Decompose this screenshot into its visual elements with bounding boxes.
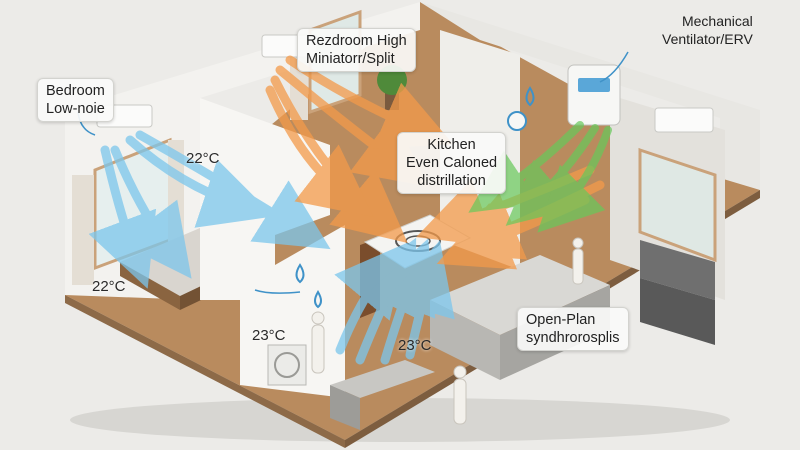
bedroom-label: Bedroom Low-noie (37, 78, 114, 122)
kitchen-label-title: Kitchen (427, 137, 476, 153)
temp-kitchen: 23°C (398, 337, 432, 354)
kitchen-window (638, 147, 717, 263)
top-unit-label-title: Rezdroom High (306, 33, 407, 49)
outdoor-unit (267, 344, 307, 386)
kitchen-label: Kitchen Even Caloned distrillation (397, 132, 507, 194)
droplet-icon (525, 86, 535, 107)
open-plan-label: Open-Plan syndhrorosplis (517, 307, 629, 351)
cool-airflow (88, 130, 455, 365)
bedroom-label-subtitle: Low-noie (46, 101, 105, 117)
kitchen-wall-unit (654, 107, 714, 133)
open-plan-label-subtitle: syndhrorosplis (526, 330, 620, 346)
droplet-icon (314, 290, 322, 309)
kitchen-island (430, 255, 610, 335)
person-front (453, 365, 467, 379)
temp-bedroom-air: 22°C (186, 150, 220, 167)
floor-edge-left (65, 295, 345, 448)
sideboard (330, 360, 435, 398)
kitchen-label-line3: distrillation (417, 173, 486, 189)
top-unit-label-subtitle: Miniatorr/Split (306, 51, 395, 67)
kitchen-label-line2: Even Caloned (406, 155, 498, 171)
ventilator-label-subtitle: Ventilator/ERV (662, 31, 753, 47)
back-wall-right (420, 2, 760, 190)
stove (640, 240, 715, 300)
person-hall (311, 311, 325, 325)
temp-bedroom-floor: 22°C (92, 278, 126, 295)
ventilator-label: Mechanical Ventilator/ERV (662, 12, 753, 48)
leader-line (254, 289, 301, 294)
open-plan-label-title: Open-Plan (526, 312, 596, 328)
person-kitchen (572, 237, 584, 249)
ventilator-label-title: Mechanical (681, 13, 753, 29)
droplet-icon (295, 263, 305, 284)
bedroom-label-title: Bedroom (46, 83, 105, 99)
temp-hall: 23°C (252, 327, 286, 344)
leader-line (599, 51, 629, 83)
top-unit-label: Rezdroom High Miniatorr/Split (297, 28, 416, 72)
fan-icon (507, 111, 527, 131)
curtain-left (72, 175, 94, 285)
ground-shadow (70, 398, 730, 442)
